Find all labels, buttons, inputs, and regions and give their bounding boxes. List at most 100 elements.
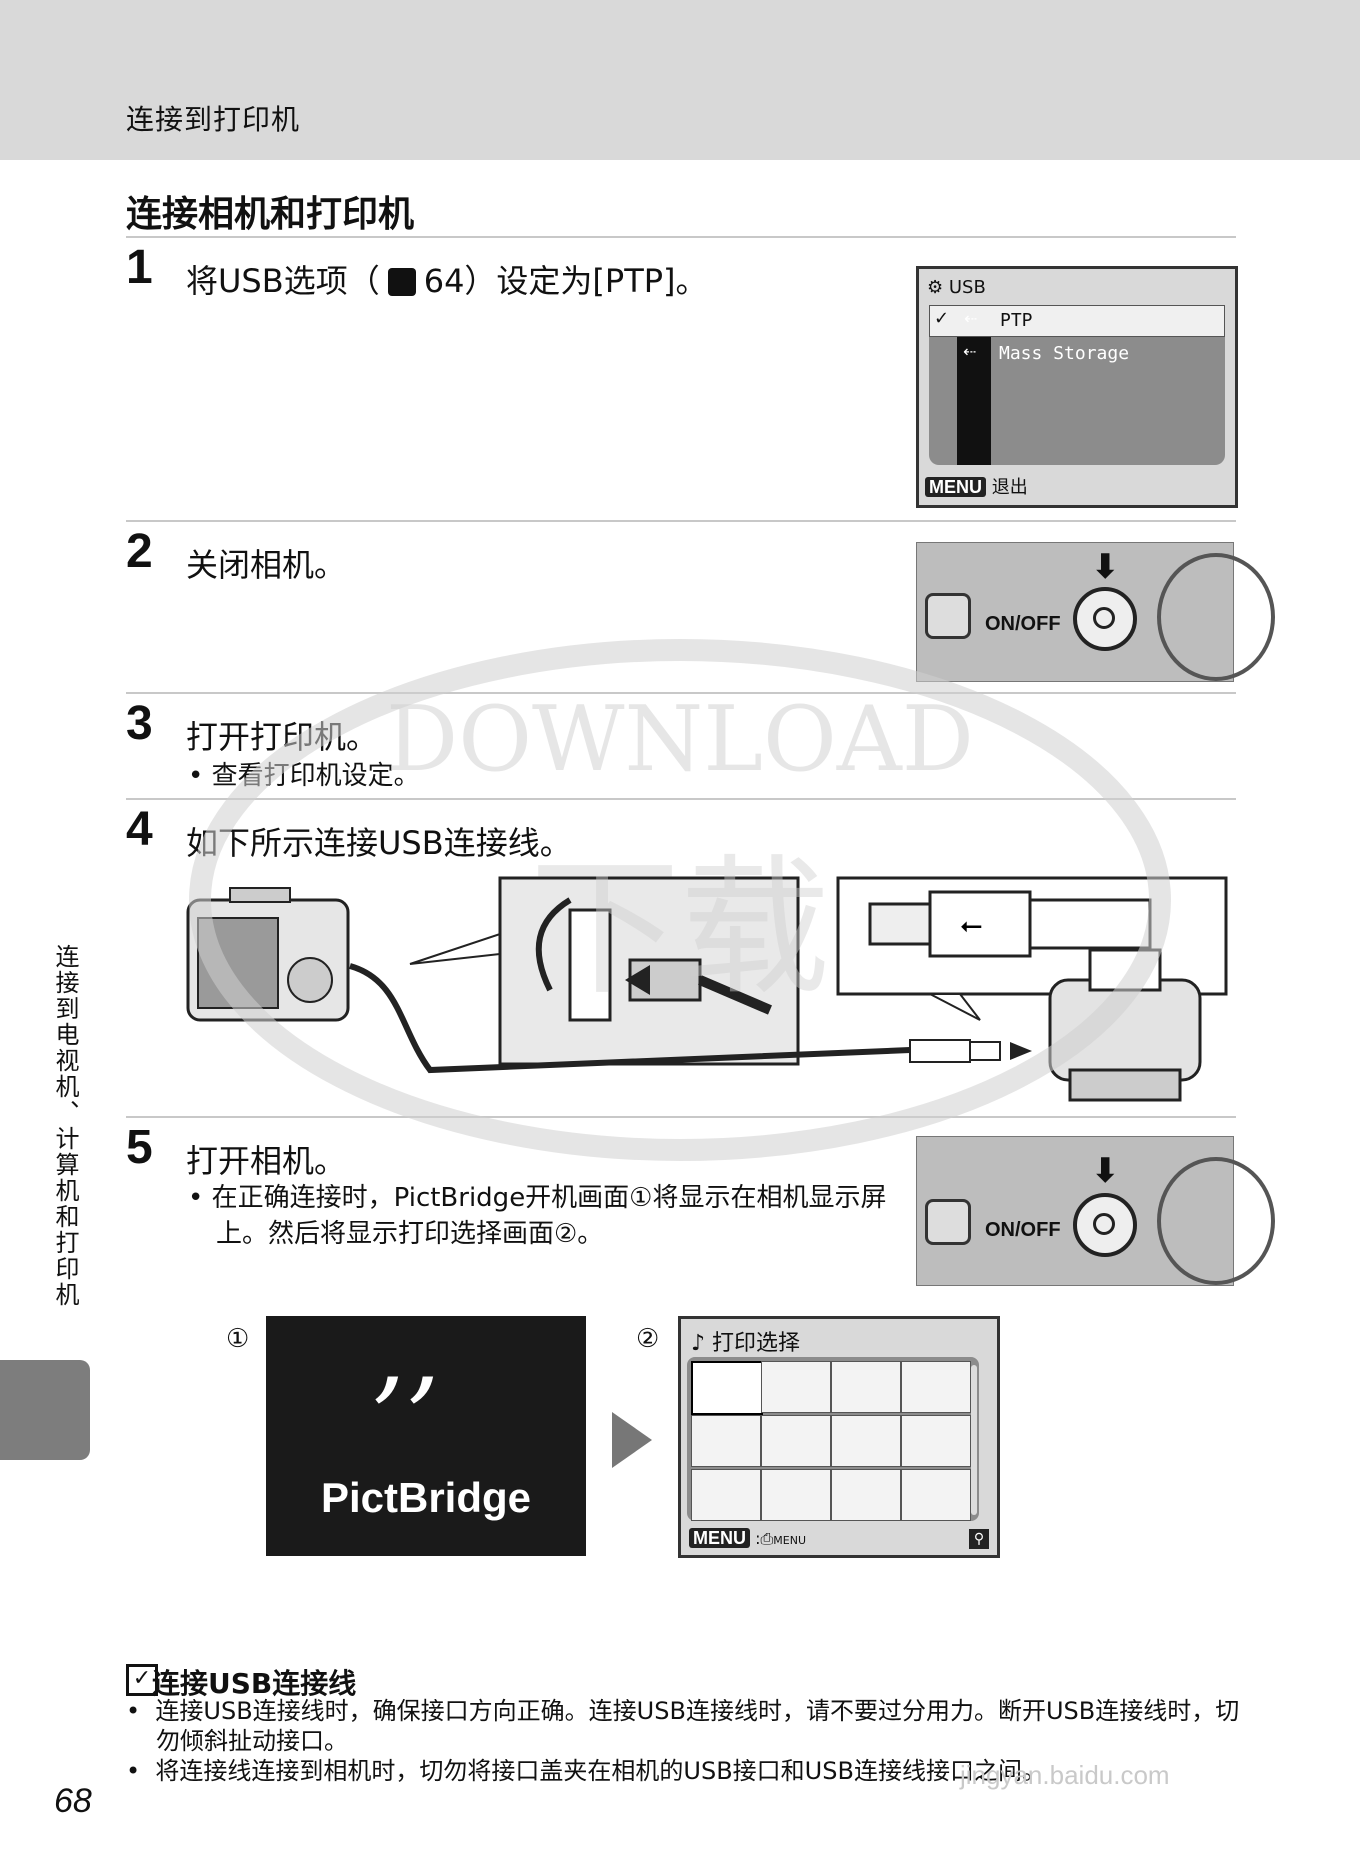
side-tab (0, 1360, 90, 1460)
usb-option-mass-storage-label: Mass Storage (999, 343, 1130, 364)
next-screen-arrow-icon (612, 1412, 652, 1468)
page-title: 连接相机和打印机 (126, 194, 415, 235)
usb-menu-title: USB (948, 277, 986, 298)
thumbnail[interactable] (831, 1361, 901, 1413)
note-bullet-text: 将连接线连接到相机时，切勿将接口盖夹在相机的USB接口和USB连接线接口之间。 (155, 1757, 1046, 1785)
power-button-center (1093, 607, 1115, 629)
print-selection-screen: ♪ 打印选择 MENU :⎙MENU ⚲ (678, 1316, 1000, 1558)
watermark-site: jingyan.baidu.com (960, 1760, 1170, 1790)
thumbnail[interactable] (901, 1361, 971, 1413)
exit-label: 退出 (991, 477, 1028, 498)
power-button-center (1093, 1213, 1115, 1235)
usb-plug-printer-end (909, 1039, 1032, 1063)
on-off-label: ON/OFF (985, 1219, 1061, 1241)
print-menu-sub: MENU (773, 1534, 807, 1547)
screen-marker-1: ① (226, 1324, 250, 1354)
note-bullet: • 连接USB连接线时，确保接口方向正确。连接USB连接线时，请不要过分用力。断… (126, 1697, 1240, 1755)
usb-menu-title-row: ⚙ USB (927, 277, 986, 298)
print-select-title: 打印选择 (712, 1331, 801, 1356)
usb-option-mass-storage[interactable]: ⇠ Mass Storage (929, 339, 1225, 369)
power-button (1073, 587, 1137, 651)
usb-menu-footer: MENU 退出 (925, 473, 1028, 499)
step-2-number: 2 (126, 525, 153, 578)
usb-connection-diagram: ⭠ (186, 876, 1228, 1102)
pictbridge-splash-screen: ʼʼ PictBridge (266, 1316, 586, 1556)
print-select-title-row: ♪ 打印选择 (691, 1325, 800, 1357)
note-title: 连接USB连接线 (152, 1667, 357, 1700)
thumbnail[interactable] (691, 1415, 761, 1467)
thumbnail[interactable] (761, 1361, 831, 1413)
thumbnail-selected[interactable] (691, 1361, 763, 1415)
note-list: • 连接USB连接线时，确保接口方向正确。连接USB连接线时，请不要过分用力。断… (126, 1696, 1246, 1786)
lens-ring (1157, 1157, 1275, 1285)
thumbnail[interactable] (691, 1469, 761, 1521)
power-button (1073, 1193, 1137, 1257)
watermark-text: DOWNLOAD (386, 687, 974, 792)
thumbnail-grid (687, 1357, 979, 1521)
usb-menu-list: ✓ ⇠ PTP ⇠ Mass Storage (929, 305, 1225, 465)
note-bullet-text: 连接USB连接线时，确保接口方向正确。连接USB连接线时，请不要过分用力。断开U… (155, 1697, 1240, 1755)
step-1-number: 1 (126, 241, 153, 294)
usb-icon: ⇠ (964, 309, 978, 328)
thumbnail[interactable] (901, 1469, 971, 1521)
zoom-icon: ⚲ (969, 1529, 989, 1549)
thumbnail[interactable] (761, 1415, 831, 1467)
scrollbar[interactable] (971, 1365, 977, 1515)
step-3-text: 打开打印机。 (186, 718, 379, 756)
usb-option-ptp-label: PTP (1000, 310, 1033, 331)
down-arrow-icon: ⬇ (1091, 1151, 1120, 1191)
step-1-text-after: ）设定为[PTP]。 (464, 262, 708, 300)
check-mark-icon: ✓ (126, 1664, 158, 1696)
side-tab-text: 连接到电视机、计算机和打印机 (51, 944, 79, 1308)
step-5-bullet: • 在正确连接时，PictBridge开机画面①将显示在相机显示屏上。然后将显示… (188, 1183, 887, 1249)
lens-ring (1157, 553, 1275, 681)
callout-camera-port (409, 876, 800, 1066)
screen-marker-2: ② (636, 1324, 660, 1354)
step-5-text: 打开相机。 (186, 1142, 347, 1180)
step-3-bullet-text: 查看打印机设定。 (211, 761, 420, 791)
down-arrow-icon: ⬇ (1091, 547, 1120, 587)
step-5-number: 5 (126, 1121, 153, 1174)
print-menu-icon: :⎙ (755, 1529, 774, 1548)
step-1-text-before: 将USB选项（ (186, 262, 380, 300)
step-3-bullet: • 查看打印机设定。 (188, 761, 420, 791)
print-select-footer: MENU :⎙MENU (689, 1528, 806, 1549)
thumbnail[interactable] (831, 1469, 901, 1521)
thumbnail[interactable] (901, 1415, 971, 1467)
step-1-ref: 64 (423, 262, 465, 300)
thumbnail[interactable] (831, 1415, 901, 1467)
header-band (0, 0, 1360, 160)
setup-icon: ⚙ (927, 277, 944, 298)
step-2-text: 关闭相机。 (186, 546, 347, 584)
thumbnail[interactable] (761, 1469, 831, 1521)
note-bullet: • 将连接线连接到相机时，切勿将接口盖夹在相机的USB接口和USB连接线接口之间… (126, 1757, 1046, 1785)
pictbridge-splash-text: PictBridge (320, 1474, 532, 1521)
camera-illustration (186, 887, 350, 1022)
power-button-illustration: ON/OFF ⬇ (916, 542, 1275, 682)
page-number: 68 (54, 1782, 92, 1820)
menu-button-chip: MENU (925, 477, 986, 497)
usb-menu-screen: ⚙ USB ✓ ⇠ PTP ⇠ Mass Storage MENU 退出 (916, 266, 1238, 508)
step-4-text: 如下所示连接USB连接线。 (186, 824, 572, 862)
usb-option-ptp[interactable]: ✓ ⇠ PTP (929, 305, 1225, 337)
reference-icon (387, 268, 416, 296)
pictbridge-icon: ♪ (691, 1331, 706, 1356)
menu-button-chip: MENU (689, 1528, 750, 1548)
face-button-icon (925, 1199, 971, 1245)
usb-icon: ⇠ (963, 342, 977, 361)
section-header: 连接到打印机 (126, 103, 301, 136)
title-divider (126, 236, 1236, 238)
on-off-label: ON/OFF (985, 613, 1061, 635)
step-4-number: 4 (126, 803, 153, 856)
step-divider (126, 692, 1236, 694)
step-divider (126, 1116, 1236, 1118)
step-1-text: 将USB选项（ 64）设定为[PTP]。 (186, 256, 708, 302)
face-button-icon (925, 593, 971, 639)
power-button-illustration-2: ON/OFF ⬇ (916, 1136, 1275, 1286)
svg-text:⭠: ⭠ (960, 908, 982, 941)
pictbridge-logo-icon: ʼʼ (366, 1356, 436, 1484)
step-divider (126, 520, 1236, 522)
step-5-bullet-text: 在正确连接时，PictBridge开机画面①将显示在相机显示屏上。然后将显示打印… (211, 1183, 887, 1249)
step-3-number: 3 (126, 697, 153, 750)
check-icon: ✓ (934, 308, 950, 329)
